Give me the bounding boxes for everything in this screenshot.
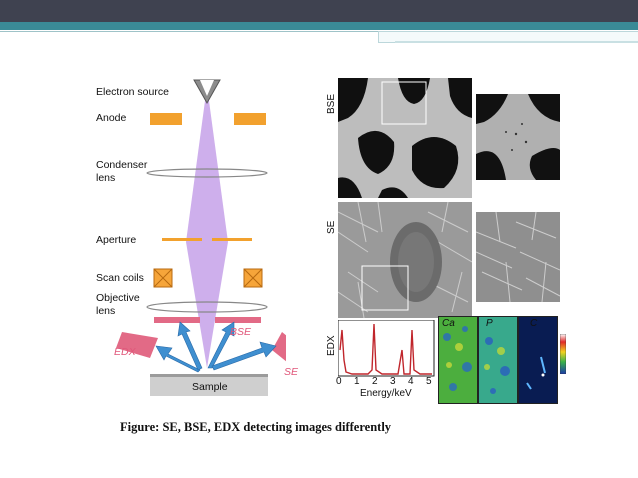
edx-spectrum-line	[339, 323, 432, 375]
aperture-left	[162, 238, 202, 241]
energy-tick-4: 4	[408, 376, 414, 387]
energy-tick-0: 0	[336, 376, 342, 387]
map-label-c: C	[530, 318, 538, 329]
c-map	[518, 316, 558, 404]
label-condenser-lens: lens	[96, 172, 116, 184]
sample-stage	[150, 376, 268, 396]
label-se: SE	[284, 366, 299, 378]
se-detector	[272, 332, 286, 362]
arrow-se	[211, 341, 277, 371]
sem-schematic	[116, 79, 286, 396]
map-label-p: P	[486, 318, 493, 329]
bse-zoom-micrograph	[476, 94, 560, 180]
label-electron-source: Electron source	[96, 86, 169, 98]
energy-tick-2: 2	[372, 376, 378, 387]
label-bse: BSE	[230, 326, 252, 338]
color-scale-bar	[560, 334, 566, 374]
electron-beam-lower	[186, 242, 228, 368]
anode-left-plate	[150, 113, 182, 125]
label-edx: EDX	[114, 346, 136, 358]
sem-figure: Electron source Anode Condenser lens Ape…	[86, 70, 572, 410]
p-map	[478, 316, 518, 404]
map-label-ca: Ca	[442, 318, 455, 329]
slide-top-bar	[0, 0, 638, 22]
condenser-lens	[146, 168, 268, 178]
se-micrograph	[338, 202, 472, 318]
slide-divider-line	[0, 31, 638, 32]
label-sample: Sample	[192, 381, 228, 393]
edx-detector	[116, 332, 158, 358]
label-objective-lens: lens	[96, 305, 116, 317]
aperture-right	[212, 238, 252, 241]
energy-tick-3: 3	[390, 376, 396, 387]
se-zoom-micrograph	[476, 212, 560, 302]
signal-arrows	[155, 321, 277, 373]
scan-coil-right	[243, 268, 263, 288]
arrow-edx	[155, 345, 201, 373]
label-anode: Anode	[96, 112, 127, 124]
slide-accent-bar	[0, 22, 638, 30]
edx-spectrum	[338, 320, 435, 377]
energy-tick-1: 1	[354, 376, 360, 387]
electron-beam-upper	[186, 86, 228, 242]
bse-detector-right	[215, 317, 261, 323]
bse-detector-left	[154, 317, 200, 323]
scan-coil-left	[153, 268, 173, 288]
label-aperture: Aperture	[96, 234, 137, 246]
objective-lens	[146, 301, 268, 313]
arrow-bse-right	[207, 321, 235, 369]
figure-caption: Figure: SE, BSE, EDX detecting images di…	[120, 420, 392, 434]
anode-right-plate	[234, 113, 266, 125]
micro-label-edx: EDX	[326, 335, 337, 356]
label-scan-coils: Scan coils	[96, 272, 144, 284]
label-objective: Objective	[96, 292, 140, 304]
micro-label-bse: BSE	[326, 93, 337, 114]
ca-map	[438, 316, 478, 404]
slide-header-tab-underline	[395, 41, 638, 43]
arrow-bse-left	[177, 321, 203, 371]
energy-axis-label: Energy/keV	[360, 388, 412, 399]
label-condenser: Condenser	[96, 159, 148, 171]
energy-tick-5: 5	[426, 376, 432, 387]
micro-label-se: SE	[326, 220, 337, 234]
bse-micrograph	[338, 78, 472, 198]
